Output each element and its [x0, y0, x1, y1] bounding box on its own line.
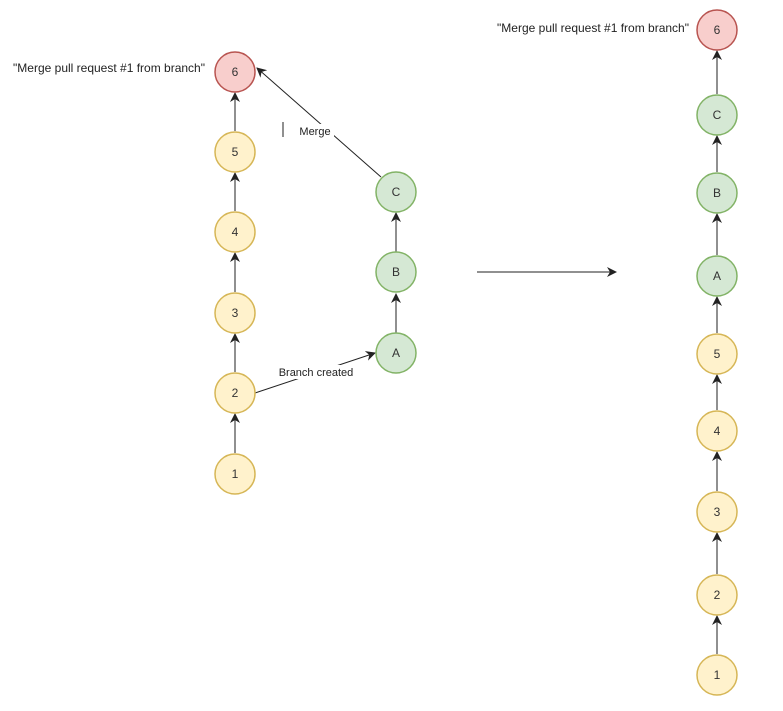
edge-C-6	[256, 67, 382, 178]
commit-node-C[interactable]: C	[375, 171, 417, 213]
commit-circle	[375, 251, 417, 293]
commit-node-1[interactable]: 1	[214, 453, 256, 495]
before-diagram: Branch created Merge 1 2 3 4 5 6	[13, 51, 417, 495]
commit-label: B	[392, 265, 400, 279]
commit-circle	[214, 453, 256, 495]
commit-label: B	[713, 186, 721, 200]
branch-created-label-bg	[276, 365, 356, 379]
after-commit-node-3[interactable]: 3	[696, 491, 738, 533]
commit-label: 1	[232, 467, 239, 481]
commit-circle	[375, 332, 417, 374]
after-commit-node-2[interactable]: 2	[696, 574, 738, 616]
merge-commit-node[interactable]: 6	[214, 51, 256, 93]
commit-label: A	[713, 269, 721, 283]
commit-label: 4	[714, 424, 721, 438]
commit-circle	[214, 51, 256, 93]
after-commit-node-B[interactable]: B	[696, 172, 738, 214]
commit-node-2[interactable]: 2	[214, 372, 256, 414]
after-commit-node-5[interactable]: 5	[696, 333, 738, 375]
merge-label-bg	[296, 124, 334, 138]
merge-label: Merge	[299, 126, 330, 138]
commit-circle	[696, 410, 738, 452]
commit-label: 5	[714, 347, 721, 361]
commit-circle	[696, 491, 738, 533]
commit-label: 3	[714, 505, 721, 519]
commit-circle	[696, 94, 738, 136]
after-merge-commit-node[interactable]: 6	[696, 9, 738, 51]
commit-label: 5	[232, 145, 239, 159]
commit-label: 1	[714, 668, 721, 682]
commit-label: C	[392, 185, 401, 199]
after-commit-node-1[interactable]: 1	[696, 654, 738, 696]
commit-label: 6	[232, 65, 239, 79]
commit-circle	[696, 333, 738, 375]
commit-circle	[696, 574, 738, 616]
commit-circle	[696, 172, 738, 214]
commit-circle	[375, 171, 417, 213]
commit-label: 2	[714, 588, 721, 602]
commit-label: 2	[232, 386, 239, 400]
commit-circle	[214, 131, 256, 173]
commit-label: A	[392, 346, 400, 360]
commit-node-A[interactable]: A	[375, 332, 417, 374]
commit-label: 3	[232, 306, 239, 320]
commit-circle	[214, 211, 256, 253]
commit-node-4[interactable]: 4	[214, 211, 256, 253]
merge-message-label: "Merge pull request #1 from branch"	[13, 61, 205, 75]
commit-label: C	[713, 108, 722, 122]
after-diagram: 1 2 3 4 5 A B C	[497, 9, 738, 696]
after-commit-node-C[interactable]: C	[696, 94, 738, 136]
after-merge-message-label: "Merge pull request #1 from branch"	[497, 21, 689, 35]
commit-circle	[214, 292, 256, 334]
commit-label: 6	[714, 23, 721, 37]
after-commit-node-A[interactable]: A	[696, 255, 738, 297]
commit-circle	[696, 255, 738, 297]
branch-created-label: Branch created	[279, 367, 354, 379]
after-commit-node-4[interactable]: 4	[696, 410, 738, 452]
commit-node-B[interactable]: B	[375, 251, 417, 293]
commit-circle	[214, 372, 256, 414]
commit-circle	[696, 654, 738, 696]
commit-node-5[interactable]: 5	[214, 131, 256, 173]
commit-node-3[interactable]: 3	[214, 292, 256, 334]
commit-label: 4	[232, 225, 239, 239]
commit-circle	[696, 9, 738, 51]
